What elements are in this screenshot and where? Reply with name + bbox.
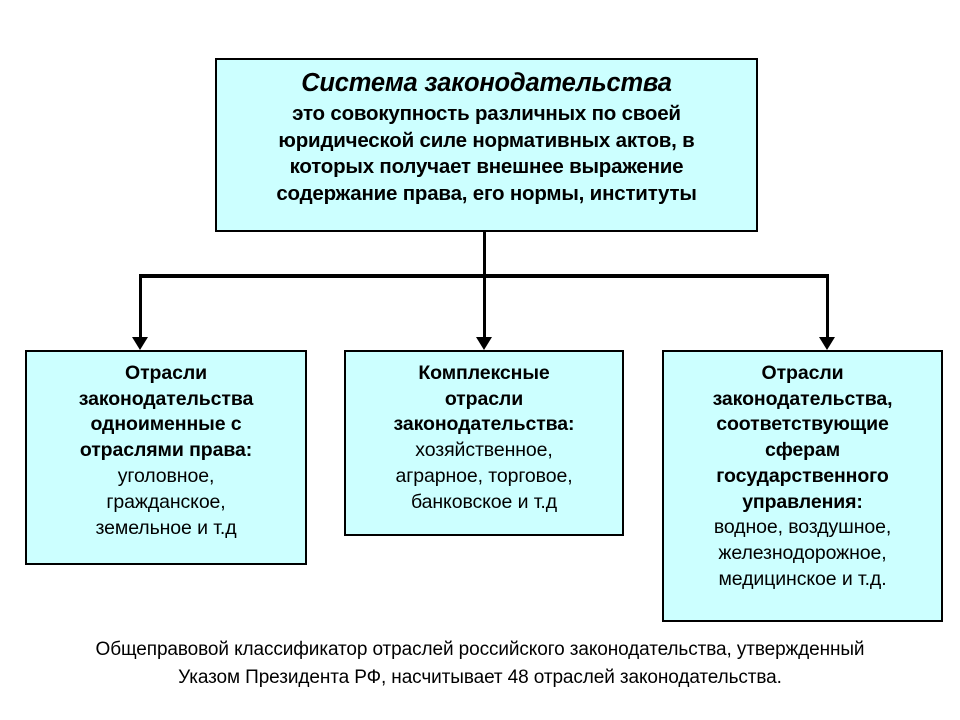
- top-definition-line: это совокупность различных по своей: [292, 101, 681, 125]
- branch-right-lead-line: государственного: [716, 464, 889, 487]
- footnote-caption: Общеправовой классификатор отраслей росс…: [30, 636, 930, 691]
- arrow-head-right-icon: [819, 337, 835, 350]
- branch-middle-lead-line: Комплексные: [418, 362, 550, 384]
- branch-right-lead-line: соответствующие: [716, 413, 889, 436]
- branch-middle-lead-line: отрасли: [444, 387, 524, 410]
- top-definition-line: содержание права, его нормы, институты: [276, 181, 697, 205]
- branch-right-items: водное, воздушное, железнодорожное, меди…: [670, 515, 935, 593]
- branch-left-items: уголовное, гражданское, земельное и т.д: [33, 464, 299, 542]
- branch-middle-item: хозяйственное,: [415, 439, 553, 462]
- branch-right-lead-line: управления:: [742, 490, 863, 513]
- branch-right-item: железнодорожное,: [718, 542, 887, 565]
- branch-middle-item: аграрное, торговое,: [395, 465, 573, 488]
- branch-left-item: уголовное,: [117, 464, 215, 487]
- top-definition-line: юридической силе нормативных актов, в: [278, 128, 695, 152]
- branch-box-middle: Комплексные отрасли законодательства: хо…: [344, 350, 624, 536]
- top-definition-line: которых получает внешнее выражение: [289, 155, 684, 179]
- connector-drop-middle: [483, 276, 486, 338]
- branch-right-item: медицинское и т.д.: [718, 568, 887, 591]
- branch-right-lead: Отрасли законодательства, соответствующи…: [670, 361, 935, 515]
- branch-right-lead-line: сферам: [764, 439, 841, 462]
- top-definition-box: Система законодательства это совокупност…: [215, 58, 758, 232]
- footnote-line: Указом Президента РФ, насчитывает 48 отр…: [178, 666, 782, 688]
- branch-left-item: земельное и т.д: [95, 516, 237, 539]
- connector-stem-vertical: [483, 232, 486, 278]
- branch-right-item: водное, воздушное,: [713, 516, 892, 539]
- branch-middle-item: банковское и т.д: [411, 491, 557, 514]
- branch-right-lead-line: Отрасли: [761, 362, 844, 384]
- top-definition-text: это совокупность различных по своей юрид…: [227, 101, 746, 208]
- connector-drop-left: [139, 276, 142, 338]
- branch-middle-items: хозяйственное, аграрное, торговое, банко…: [352, 438, 616, 516]
- arrow-head-left-icon: [132, 337, 148, 350]
- branch-box-right: Отрасли законодательства, соответствующи…: [662, 350, 943, 622]
- branch-middle-lead-line: законодательства:: [393, 413, 575, 436]
- diagram-title: Система законодательства: [301, 69, 672, 97]
- branch-left-lead: Отрасли законодательства одноименные с о…: [33, 361, 299, 464]
- branch-right-lead-line: законодательства,: [712, 387, 893, 410]
- branch-left-lead-line: отраслями права:: [79, 439, 253, 462]
- connector-drop-right: [826, 276, 829, 338]
- branch-left-item: гражданское,: [106, 490, 226, 513]
- branch-left-lead-line: одноименные с: [90, 413, 242, 436]
- branch-left-lead-line: законодательства: [78, 387, 254, 410]
- branch-box-left: Отрасли законодательства одноименные с о…: [25, 350, 307, 565]
- branch-left-lead-line: Отрасли: [125, 362, 207, 384]
- footnote-line: Общеправовой классификатор отраслей росс…: [95, 639, 865, 660]
- arrow-head-middle-icon: [476, 337, 492, 350]
- branch-middle-lead: Комплексные отрасли законодательства:: [352, 361, 616, 438]
